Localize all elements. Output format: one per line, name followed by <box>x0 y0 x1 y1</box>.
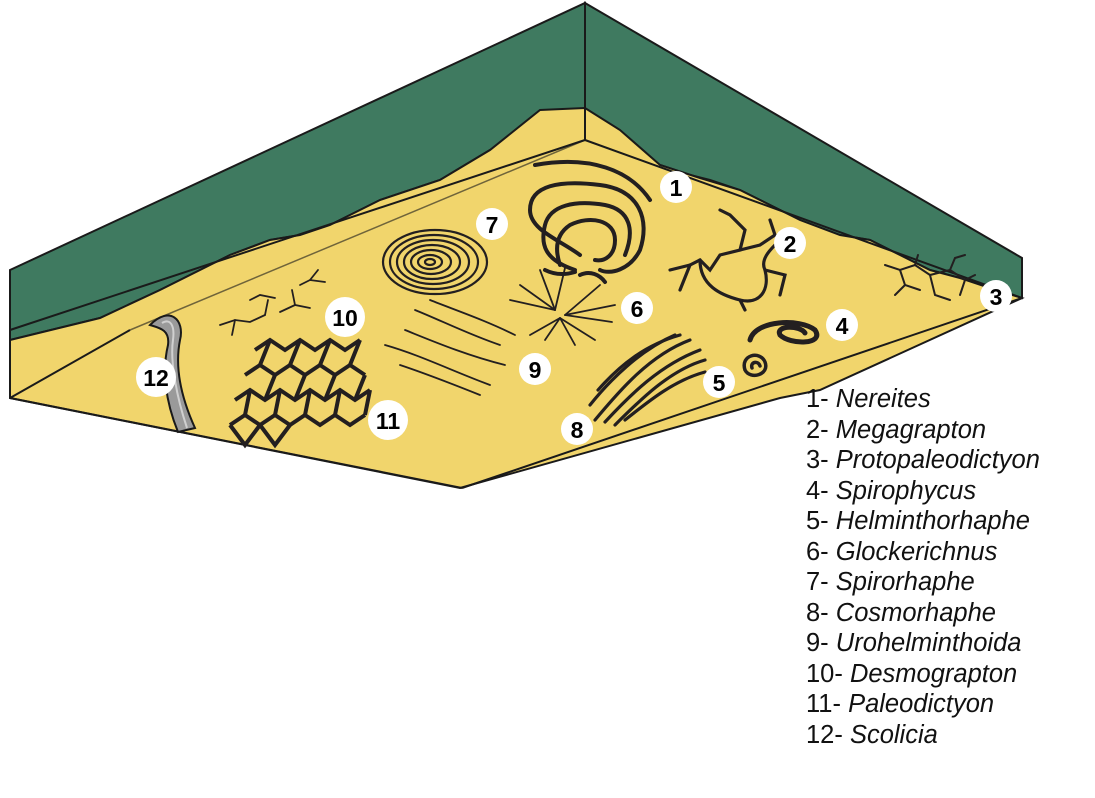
marker-6: 6 <box>621 292 653 324</box>
legend-num: 11- <box>806 690 841 718</box>
legend-item: 12- Scolicia <box>806 720 1040 751</box>
legend-item: 3- Protopaleodictyon <box>806 445 1040 476</box>
legend-genus: Urohelminthoida <box>836 629 1022 657</box>
legend-item: 11- Paleodictyon <box>806 689 1040 720</box>
legend-num: 10- <box>806 660 843 688</box>
marker-5: 5 <box>703 366 735 398</box>
legend-genus: Scolicia <box>850 721 938 749</box>
marker-8-label: 8 <box>571 417 584 443</box>
legend-item: 2- Megagrapton <box>806 415 1040 446</box>
marker-10-label: 10 <box>332 305 358 331</box>
marker-2-label: 2 <box>784 231 797 257</box>
legend-genus: Desmograpton <box>850 660 1017 688</box>
marker-4: 4 <box>826 309 858 341</box>
legend-num: 9- <box>806 629 829 657</box>
legend-item: 1- Nereites <box>806 384 1040 415</box>
legend-genus: Paleodictyon <box>848 690 994 718</box>
marker-9: 9 <box>519 353 551 385</box>
legend-genus: Spirophycus <box>836 477 976 505</box>
marker-1-label: 1 <box>670 175 683 201</box>
legend-item: 6- Glockerichnus <box>806 537 1040 568</box>
legend-item: 9- Urohelminthoida <box>806 628 1040 659</box>
legend-item: 4- Spirophycus <box>806 476 1040 507</box>
marker-3-label: 3 <box>990 284 1003 310</box>
marker-5-label: 5 <box>713 370 726 396</box>
legend-item: 5- Helminthorhaphe <box>806 506 1040 537</box>
marker-9-label: 9 <box>529 357 542 383</box>
marker-11: 11 <box>368 400 408 440</box>
legend-genus: Spirorhaphe <box>836 568 975 596</box>
legend-genus: Protopaleodictyon <box>836 446 1040 474</box>
marker-6-label: 6 <box>631 296 644 322</box>
legend-genus: Megagrapton <box>836 416 986 444</box>
legend-num: 4- <box>806 477 829 505</box>
legend-genus: Helminthorhaphe <box>836 507 1030 535</box>
legend-item: 10- Desmograpton <box>806 659 1040 690</box>
legend-num: 5- <box>806 507 829 535</box>
marker-10: 10 <box>325 297 365 337</box>
legend-num: 7- <box>806 568 829 596</box>
marker-4-label: 4 <box>836 313 849 339</box>
legend-genus: Nereites <box>836 385 931 413</box>
marker-11-label: 11 <box>376 408 401 434</box>
marker-8: 8 <box>561 413 593 445</box>
legend-item: 7- Spirorhaphe <box>806 567 1040 598</box>
marker-1: 1 <box>660 171 692 203</box>
legend-num: 12- <box>806 721 843 749</box>
marker-12-label: 12 <box>143 365 169 391</box>
legend-num: 2- <box>806 416 829 444</box>
legend-num: 3- <box>806 446 829 474</box>
legend-num: 6- <box>806 538 829 566</box>
legend-genus: Cosmorhaphe <box>836 599 996 627</box>
marker-3: 3 <box>980 280 1012 312</box>
legend-num: 1- <box>806 385 829 413</box>
marker-7: 7 <box>476 208 508 240</box>
marker-2: 2 <box>774 227 806 259</box>
legend: 1- Nereites 2- Megagrapton 3- Protopaleo… <box>806 384 1040 750</box>
legend-genus: Glockerichnus <box>836 538 998 566</box>
legend-num: 8- <box>806 599 829 627</box>
legend-item: 8- Cosmorhaphe <box>806 598 1040 629</box>
marker-12: 12 <box>136 357 176 397</box>
marker-7-label: 7 <box>486 212 499 238</box>
